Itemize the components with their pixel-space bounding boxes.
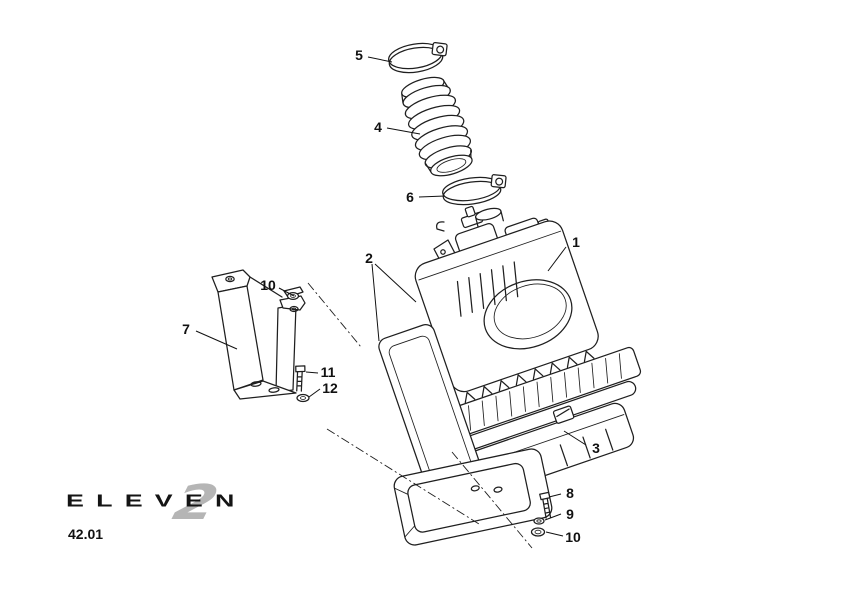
cover-louvers [456, 261, 519, 317]
callout-leader-line [548, 493, 562, 498]
callout-1: 1 [547, 234, 580, 272]
callout-12: 12 [308, 380, 338, 398]
logo-wordmark: ELEVEN [66, 491, 247, 511]
hose-clamp-upper [388, 41, 448, 74]
callout-number: 1 [572, 234, 580, 250]
bolt-8 [539, 491, 552, 519]
callout-leader-line [563, 430, 587, 446]
callout-4: 4 [374, 119, 421, 135]
corrugated-intake-hose [401, 76, 473, 177]
callout-leader-line [308, 388, 321, 398]
hose-clamp-lower [442, 174, 507, 206]
callout-11: 11 [305, 364, 336, 380]
callout-number: 7 [182, 321, 190, 337]
callout-number: 10 [260, 277, 276, 293]
callout-leader-line [278, 287, 295, 297]
callout-number: 2 [365, 250, 373, 266]
callout-leader-line [374, 263, 417, 303]
callout-leader-line [367, 56, 393, 63]
mounting-bracket [211, 269, 306, 400]
callout-leader-line [545, 531, 564, 537]
inlet-spigot [475, 207, 504, 228]
callout-number: 4 [374, 119, 382, 135]
callout-6: 6 [406, 189, 446, 205]
callout-10: 10 [260, 277, 295, 297]
callout-number: 6 [406, 189, 414, 205]
washer-9 [533, 517, 545, 525]
callout-number: 11 [321, 364, 336, 380]
washer-10-lower [530, 527, 546, 537]
callout-number: 3 [592, 440, 600, 456]
callout-9: 9 [544, 506, 574, 522]
callout-2: 2 [365, 250, 417, 342]
brand-logo: 2 ELEVEN [66, 475, 281, 531]
intake-duct [393, 448, 553, 546]
callout-leader-line [547, 246, 567, 272]
washer-12 [296, 393, 310, 403]
bolt-11 [295, 365, 306, 392]
callout-3: 3 [563, 430, 600, 456]
callout-10: 10 [545, 529, 581, 545]
filter-seal-tabs [464, 350, 595, 404]
duct-hole [470, 485, 480, 492]
duct-hole [493, 486, 503, 493]
page-section-code: 42.01 [68, 526, 104, 542]
housing-clip [552, 405, 575, 424]
cover-oval-opening [483, 279, 573, 350]
callout-number: 12 [322, 380, 338, 396]
callout-leader-line [418, 195, 446, 198]
callout-number: 5 [355, 47, 363, 63]
callout-number: 8 [566, 485, 574, 501]
callout-leader-line [305, 371, 319, 374]
callout-leader-line [195, 330, 238, 350]
callout-number: 9 [566, 506, 574, 522]
callout-leader-line [544, 513, 562, 521]
callout-number: 10 [565, 529, 581, 545]
callout-5: 5 [355, 47, 393, 63]
callout-leader-line [386, 127, 421, 135]
callout-leader-line [371, 263, 380, 342]
callout-8: 8 [548, 485, 574, 501]
callout-7: 7 [182, 321, 238, 350]
assembly-axis-lines [307, 282, 533, 549]
